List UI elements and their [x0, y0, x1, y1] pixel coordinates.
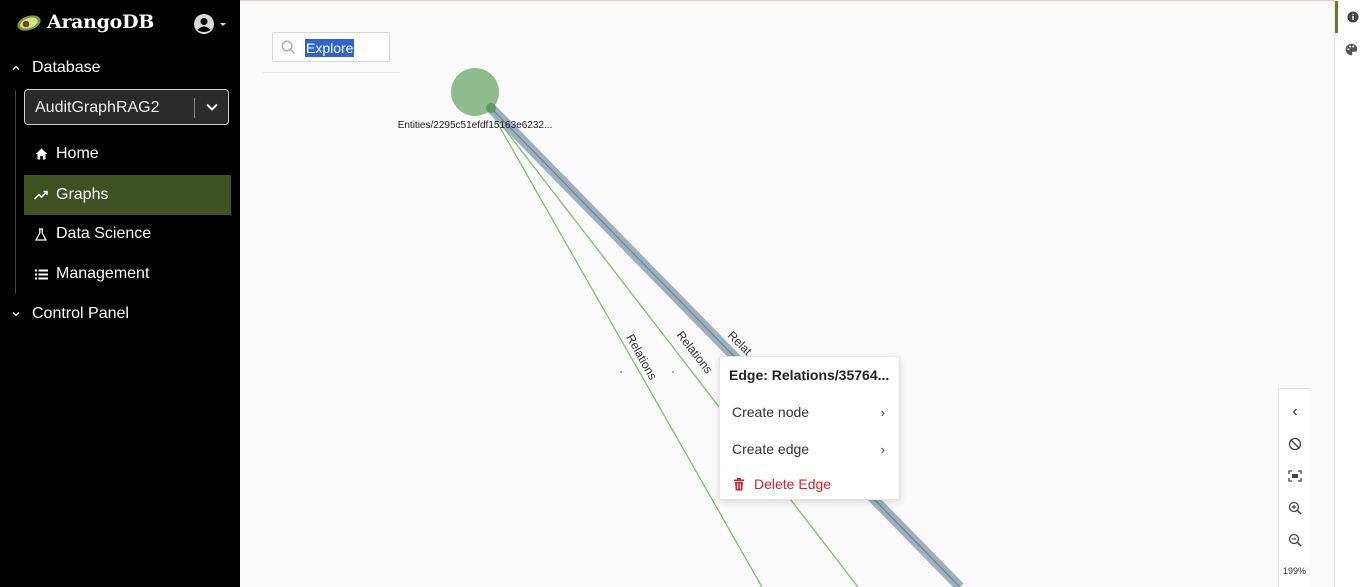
zoom-out-button[interactable]	[1279, 527, 1310, 553]
select-separator	[194, 98, 195, 118]
section-control-panel[interactable]: Control Panel	[10, 305, 129, 323]
collapse-chevron-icon	[1292, 408, 1297, 416]
sidebar-item-label: Data Science	[56, 225, 152, 242]
sidebar: ArangoDB Database AuditGraphRAG2 Home Gr…	[0, 0, 240, 587]
graph-drawing: Relations Relations Relat Entities/2295c…	[398, 68, 964, 587]
section-control-panel-label: Control Panel	[32, 305, 129, 322]
fit-screen-icon	[1287, 470, 1302, 482]
right-rail	[1334, 0, 1366, 587]
database-select[interactable]: AuditGraphRAG2	[24, 89, 229, 125]
home-icon	[35, 148, 47, 160]
context-menu-title: Edge: Relations/35764...	[729, 367, 890, 383]
fit-screen-button[interactable]	[1279, 463, 1310, 489]
info-icon	[1347, 11, 1358, 23]
sidebar-item-graphs[interactable]: Graphs	[24, 175, 231, 215]
node-label: Entities/2295c51efdf15163e6232...	[398, 120, 553, 131]
zoom-in-button[interactable]	[1279, 495, 1310, 521]
search-input[interactable]: Explore	[272, 32, 390, 62]
user-avatar-icon	[194, 14, 214, 34]
user-menu-button[interactable]	[193, 13, 228, 35]
graph-edge[interactable]	[489, 109, 763, 587]
sidebar-item-management[interactable]: Management	[24, 254, 231, 294]
zoom-controls: 199%	[1278, 388, 1310, 587]
graph-node-handle	[486, 103, 496, 113]
chevron-right-icon: ›	[880, 441, 885, 457]
chevron-up-icon	[12, 65, 20, 71]
info-button[interactable]	[1335, 1, 1366, 33]
caret-down-icon	[220, 23, 226, 26]
sidebar-item-home[interactable]: Home	[24, 134, 231, 174]
search-input-value: Explore	[305, 39, 355, 57]
menu-item-create-node[interactable]: Create node ›	[720, 397, 899, 427]
menu-item-delete-edge[interactable]: Delete Edge	[720, 469, 899, 499]
search-icon	[281, 40, 295, 54]
collapse-controls-button[interactable]	[1279, 399, 1310, 425]
menu-item-label: Delete Edge	[754, 476, 832, 492]
section-database[interactable]: Database	[10, 59, 101, 77]
app-name: ArangoDB	[47, 11, 154, 33]
palette-icon	[1345, 43, 1357, 55]
zoom-level: 199%	[1282, 566, 1307, 576]
edge-context-menu: Edge: Relations/35764... Create node › C…	[719, 356, 900, 500]
menu-item-label: Create edge	[732, 441, 810, 457]
graph-node[interactable]	[451, 68, 499, 116]
menu-item-label: Create node	[732, 404, 810, 420]
chevron-down-icon	[12, 311, 20, 317]
list-icon	[34, 269, 48, 279]
graph-trend-icon	[34, 190, 48, 200]
sidebar-item-data-science[interactable]: Data Science	[24, 214, 231, 254]
app-logo[interactable]: ArangoDB	[16, 11, 154, 33]
chevron-right-icon: ›	[880, 404, 885, 420]
search-panel: Explore	[263, 24, 400, 73]
trash-icon	[734, 477, 744, 490]
avocado-logo-icon	[17, 15, 41, 31]
flask-icon	[35, 227, 47, 241]
zoom-in-icon	[1288, 501, 1302, 515]
section-database-label: Database	[32, 59, 101, 76]
graph-edge[interactable]	[489, 109, 859, 587]
zoom-out-icon	[1288, 533, 1302, 547]
database-select-value: AuditGraphRAG2	[35, 99, 160, 116]
chevron-down-icon	[206, 103, 218, 111]
graph-dot	[620, 371, 622, 373]
tree-line	[15, 90, 16, 294]
sidebar-item-label: Home	[56, 145, 99, 162]
sidebar-item-label: Graphs	[56, 186, 109, 203]
palette-button[interactable]	[1335, 33, 1366, 65]
hide-icon	[1288, 437, 1301, 451]
sidebar-item-label: Management	[56, 265, 150, 282]
graph-edge[interactable]	[489, 106, 961, 587]
hide-button[interactable]	[1279, 431, 1310, 457]
graph-dot	[672, 371, 674, 373]
menu-item-create-edge[interactable]: Create edge ›	[720, 434, 899, 464]
